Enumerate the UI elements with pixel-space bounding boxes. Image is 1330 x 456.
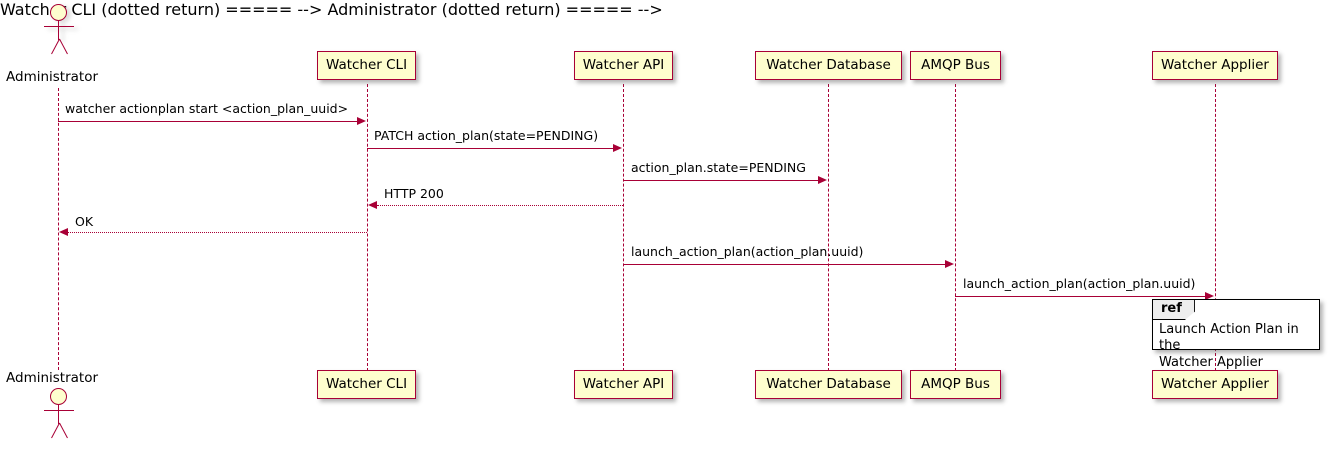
lifeline-amqp-bus <box>955 84 956 371</box>
actor-administrator-top <box>39 4 79 58</box>
message-label-5: OK <box>75 214 94 229</box>
lifeline-watcher-cli <box>367 84 368 371</box>
message-arrowhead-3 <box>818 175 827 184</box>
actor-label-administrator-bottom: Administrator <box>6 370 99 386</box>
lifeline-administrator <box>58 88 59 370</box>
participant-box-watcher-database-bottom[interactable]: Watcher Database <box>755 370 902 399</box>
participant-box-watcher-applier-bottom[interactable]: Watcher Applier <box>1152 370 1278 399</box>
participant-box-watcher-database-top[interactable]: Watcher Database <box>755 51 902 80</box>
message-line-7 <box>955 296 1205 297</box>
ref-fragment: ref Launch Action Plan in the Watcher Ap… <box>1152 299 1320 370</box>
message-line-1 <box>58 121 358 122</box>
participant-label-watcher-cli: Watcher CLI <box>325 56 408 73</box>
participant-box-watcher-cli-bottom[interactable]: Watcher CLI <box>317 370 416 399</box>
message-arrowhead-6 <box>945 259 954 268</box>
message-label-6: launch_action_plan(action_plan.uuid) <box>631 244 864 259</box>
participant-box-watcher-cli-top[interactable]: Watcher CLI <box>317 51 416 80</box>
actor-body-icon <box>58 20 60 40</box>
actor-head-icon <box>50 4 67 21</box>
participant-box-watcher-applier-top[interactable]: Watcher Applier <box>1152 51 1278 80</box>
actor-right-leg-icon <box>58 422 68 439</box>
actor-label-administrator-top: Administrator <box>6 69 99 85</box>
message-label-4: HTTP 200 <box>384 186 444 201</box>
participant-label-watcher-database: Watcher Database <box>766 56 891 73</box>
participant-box-amqp-bus-top[interactable]: AMQP Bus <box>910 51 1001 80</box>
lifeline-watcher-api <box>623 84 624 371</box>
lifeline-watcher-applier <box>1215 84 1216 371</box>
message-label-7: launch_action_plan(action_plan.uuid) <box>963 276 1196 291</box>
participant-label-watcher-applier: Watcher Applier <box>1161 375 1269 392</box>
lifeline-watcher-database <box>828 84 829 371</box>
message-arrowhead-4 <box>368 200 377 209</box>
ref-fragment-header: ref <box>1153 300 1195 320</box>
actor-arms-icon <box>44 410 74 411</box>
actor-left-leg-icon <box>50 422 60 439</box>
actor-body-icon <box>58 404 60 424</box>
actor-right-leg-icon <box>58 38 68 55</box>
message-arrowhead-7 <box>1205 291 1214 300</box>
participant-box-watcher-api-bottom[interactable]: Watcher API <box>574 370 673 399</box>
actor-head-icon <box>50 388 67 405</box>
message-arrowhead-1 <box>357 116 366 125</box>
message-arrowhead-5 <box>59 227 68 236</box>
participant-label-watcher-database: Watcher Database <box>766 375 891 392</box>
message-line-4 <box>377 205 623 206</box>
message-arrowhead-2 <box>613 143 622 152</box>
message-label-3: action_plan.state=PENDING <box>631 160 806 175</box>
actor-administrator-bottom <box>39 388 79 442</box>
message-line-6 <box>623 264 945 265</box>
participant-label-watcher-applier: Watcher Applier <box>1161 56 1269 73</box>
message-line-3 <box>623 180 818 181</box>
message-line-2 <box>367 148 614 149</box>
participant-label-amqp-bus: AMQP Bus <box>921 56 990 73</box>
message-label-2: PATCH action_plan(state=PENDING) <box>374 128 599 143</box>
participant-box-watcher-api-top[interactable]: Watcher API <box>574 51 673 80</box>
ref-fragment-body: Launch Action Plan in the Watcher Applie… <box>1159 322 1299 370</box>
message-line-5 <box>68 232 367 233</box>
participant-box-amqp-bus-bottom[interactable]: AMQP Bus <box>910 370 1001 399</box>
participant-label-watcher-cli: Watcher CLI <box>325 375 408 392</box>
actor-left-leg-icon <box>50 38 60 55</box>
participant-label-amqp-bus: AMQP Bus <box>921 375 990 392</box>
participant-label-watcher-api: Watcher API <box>582 375 665 392</box>
participant-label-watcher-api: Watcher API <box>582 56 665 73</box>
message-label-1: watcher actionplan start <action_plan_uu… <box>65 101 349 116</box>
actor-arms-icon <box>44 26 74 27</box>
